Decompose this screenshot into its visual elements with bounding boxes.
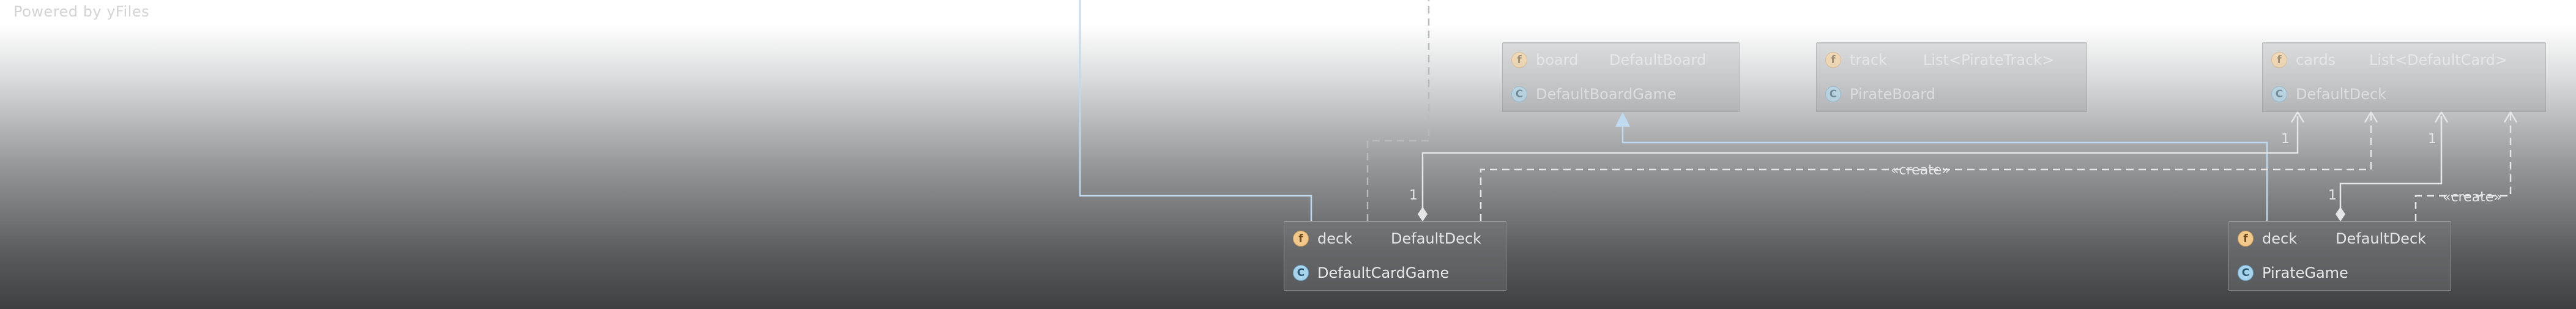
- edge-association-board: [1621, 122, 2268, 222]
- field-row[interactable]: f deck DefaultDeck: [2229, 221, 2451, 256]
- edge-dependency-left: [1366, 0, 1430, 222]
- arrowhead-icon-cards-1: [2290, 110, 2305, 123]
- field-row[interactable]: f deck DefaultDeck: [1284, 221, 1506, 256]
- edge-composition-dcg-deck: [1421, 116, 2299, 209]
- diamond-icon-pg: [2336, 207, 2345, 222]
- edge-create-right: [2414, 112, 2512, 222]
- edge-composition-pg-deck: [2339, 116, 2443, 209]
- class-name: DefaultCardGame: [1317, 264, 1450, 281]
- class-icon: C: [2238, 265, 2254, 281]
- edge-label-multiplicity: 1: [2428, 132, 2436, 147]
- field-row[interactable]: f board DefaultBoard: [1503, 42, 1739, 77]
- class-node-pirate-game[interactable]: C PirateGame f deck DefaultDeck: [2228, 221, 2451, 291]
- field-icon: f: [1293, 231, 1309, 247]
- edge-association-left: [1079, 0, 1312, 222]
- field-type: List<DefaultCard>: [2369, 51, 2508, 69]
- edge-create-main: [1480, 112, 2372, 222]
- class-name: PirateBoard: [1850, 86, 1935, 103]
- class-node-default-card-game[interactable]: C DefaultCardGame f deck DefaultDeck: [1284, 221, 1506, 291]
- class-name: DefaultDeck: [2296, 86, 2387, 103]
- arrowhead-icon-board: [1615, 112, 1630, 127]
- field-icon: f: [1511, 52, 1527, 68]
- class-icon: C: [1511, 86, 1527, 102]
- watermark: Powered by yFiles: [13, 3, 150, 20]
- class-header[interactable]: C DefaultDeck: [2263, 77, 2545, 111]
- class-header[interactable]: C PirateBoard: [1817, 77, 2086, 111]
- field-type: DefaultDeck: [2336, 230, 2427, 247]
- edge-label-multiplicity: 1: [1409, 188, 1418, 203]
- class-node-track[interactable]: C PirateBoard f track List<PirateTrack>: [1816, 42, 2087, 112]
- field-icon: f: [2271, 52, 2287, 68]
- diamond-icon-dcg: [1418, 207, 1428, 222]
- class-header[interactable]: C PirateGame: [2229, 256, 2451, 290]
- arrowhead-icon-cards-2: [2364, 110, 2378, 123]
- arrowhead-icon-cards-3: [2434, 110, 2449, 123]
- field-type: DefaultDeck: [1391, 230, 1482, 247]
- class-icon: C: [1825, 86, 1841, 102]
- class-icon: C: [1293, 265, 1309, 281]
- field-type: DefaultBoard: [1609, 51, 1707, 69]
- class-header[interactable]: C DefaultCardGame: [1284, 256, 1506, 290]
- field-row[interactable]: f track List<PirateTrack>: [1817, 42, 2086, 77]
- field-name: cards: [2296, 51, 2336, 69]
- edge-label-multiplicity: 1: [2281, 132, 2290, 147]
- field-row[interactable]: f cards List<DefaultCard>: [2263, 42, 2545, 77]
- class-icon: C: [2271, 86, 2287, 102]
- class-name: DefaultBoardGame: [1536, 86, 1677, 103]
- edge-label-multiplicity: 1: [2328, 188, 2337, 203]
- arrowhead-icon-cards-4: [2503, 110, 2518, 123]
- class-header[interactable]: C DefaultBoardGame: [1503, 77, 1739, 111]
- field-icon: f: [1825, 52, 1841, 68]
- field-name: board: [1536, 51, 1579, 69]
- field-name: deck: [2262, 230, 2298, 247]
- field-name: deck: [1317, 230, 1353, 247]
- edge-label-create-right: «create»: [2443, 190, 2502, 205]
- edge-label-create-main: «create»: [1891, 163, 1950, 178]
- class-node-board[interactable]: C DefaultBoardGame f board DefaultBoard: [1502, 42, 1740, 112]
- class-node-cards[interactable]: C DefaultDeck f cards List<DefaultCard>: [2262, 42, 2546, 112]
- class-name: PirateGame: [2262, 264, 2348, 281]
- field-type: List<PirateTrack>: [1923, 51, 2055, 69]
- field-icon: f: [2238, 231, 2254, 247]
- field-name: track: [1850, 51, 1888, 69]
